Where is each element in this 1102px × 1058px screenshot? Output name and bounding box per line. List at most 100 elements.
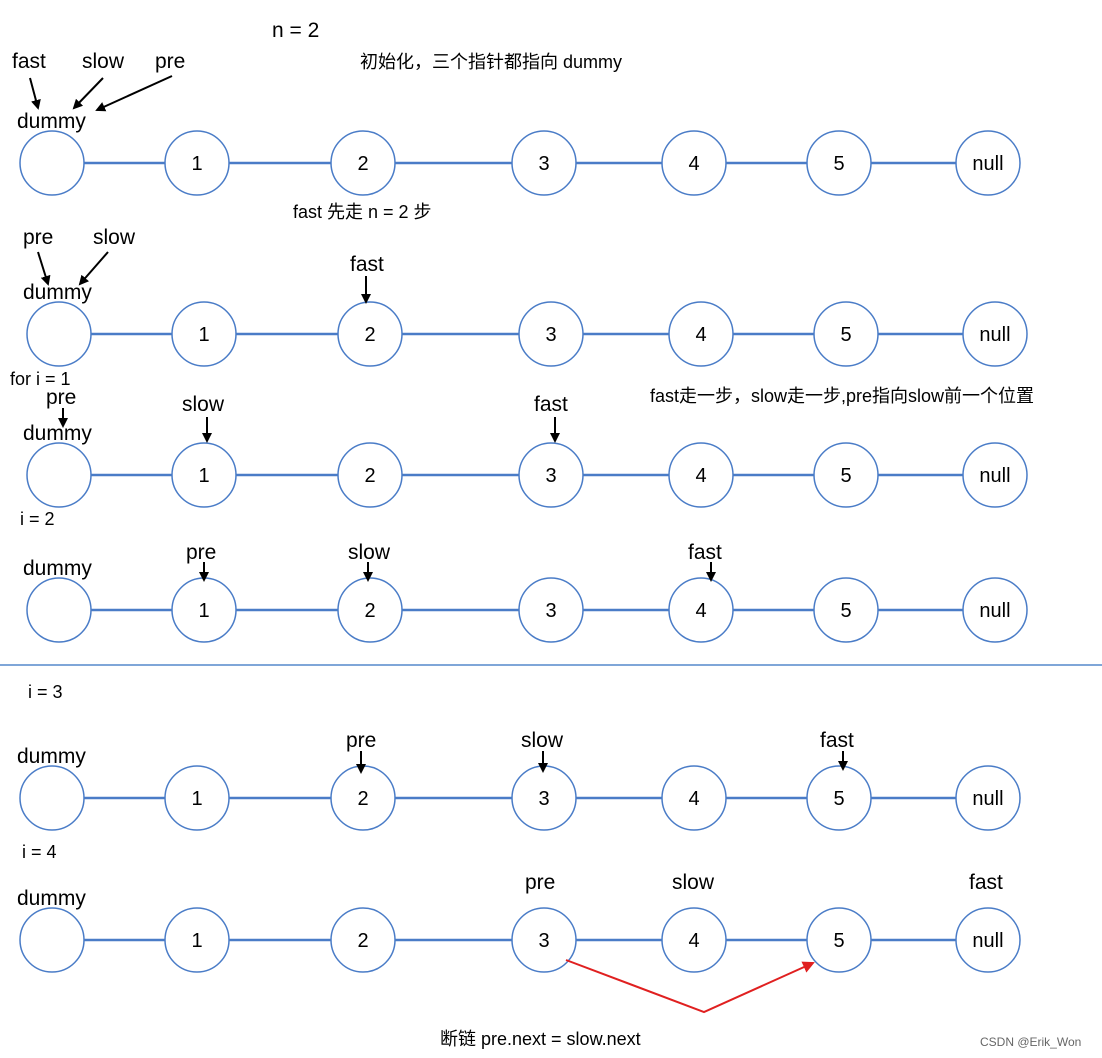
node-value: null — [972, 930, 1003, 952]
list-node — [337, 442, 403, 508]
list-node — [164, 130, 230, 196]
dummy-node — [19, 130, 85, 196]
pointer-slow-label: slow — [182, 393, 225, 416]
list-node — [330, 130, 396, 196]
node-value: 5 — [833, 930, 844, 952]
dummy-label: dummy — [17, 887, 86, 910]
pointer-pre-label: pre — [346, 729, 376, 752]
dummy-node — [26, 577, 92, 643]
node-value: 4 — [695, 600, 706, 622]
list-node — [330, 907, 396, 973]
node-value: 4 — [695, 324, 706, 346]
row-0: 1 2 3 4 5 null dummy fast slow pre fast 先走 n … — [12, 50, 1021, 222]
pointer-fast-label: fast — [820, 729, 854, 752]
node-value: null — [972, 788, 1003, 810]
step-label: for i = 1 — [10, 369, 71, 389]
node-value: 3 — [538, 788, 549, 810]
node-value: 1 — [191, 153, 202, 175]
null-node — [955, 130, 1021, 196]
pointer-pre-label: pre — [186, 541, 216, 564]
init-note: 初始化，三个指针都指向 dummy — [360, 52, 622, 72]
n-label: n = 2 — [272, 19, 319, 42]
node-value: null — [979, 600, 1010, 622]
list-node — [661, 130, 727, 196]
pointer-arrow — [37, 251, 51, 286]
pointer-arrow — [29, 77, 41, 110]
node-value: 2 — [364, 324, 375, 346]
node-value: 5 — [840, 600, 851, 622]
node-value: 1 — [191, 788, 202, 810]
pointer-pre-label: pre — [23, 226, 53, 249]
pointer-fast-label: fast — [534, 393, 568, 416]
node-value: 3 — [538, 153, 549, 175]
list-node — [813, 301, 879, 367]
pointer-slow-label: slow — [348, 541, 391, 564]
list-node — [164, 907, 230, 973]
dummy-label: dummy — [23, 281, 92, 304]
list-node — [171, 442, 237, 508]
list-node — [813, 577, 879, 643]
list-node — [518, 577, 584, 643]
pointer-slow-label: slow — [82, 50, 125, 73]
node-value: 4 — [688, 153, 699, 175]
dummy-node — [26, 442, 92, 508]
list-node — [518, 442, 584, 508]
pointer-fast-label: fast — [969, 871, 1003, 894]
pointer-pre-label: pre — [155, 50, 185, 73]
list-node — [518, 301, 584, 367]
list-node — [806, 130, 872, 196]
break-link-arrow — [565, 959, 815, 1014]
node-value: null — [979, 324, 1010, 346]
step-label: i = 2 — [20, 509, 55, 529]
dummy-node — [19, 765, 85, 831]
null-node — [955, 765, 1021, 831]
node-value: 2 — [364, 465, 375, 487]
pointer-fast-label: fast — [350, 253, 384, 276]
step-note: fast走一步，slow走一步,pre指向slow前一个位置 — [650, 386, 1034, 406]
list-node — [668, 442, 734, 508]
pointer-arrow — [72, 77, 104, 110]
node-value: 2 — [364, 600, 375, 622]
pointer-slow-label: slow — [672, 871, 715, 894]
node-value: 5 — [840, 324, 851, 346]
dummy-node — [26, 301, 92, 367]
null-node — [962, 301, 1028, 367]
null-node — [962, 442, 1028, 508]
pointer-slow-label: slow — [521, 729, 564, 752]
node-value: 3 — [545, 600, 556, 622]
list-node — [806, 907, 872, 973]
dummy-label: dummy — [17, 110, 86, 133]
list-node — [668, 301, 734, 367]
node-value: 2 — [357, 930, 368, 952]
node-value: null — [979, 465, 1010, 487]
node-value: 3 — [538, 930, 549, 952]
list-node — [164, 765, 230, 831]
null-node — [955, 907, 1021, 973]
dummy-label: dummy — [17, 745, 86, 768]
step-note: fast 先走 n = 2 步 — [293, 202, 432, 222]
pointer-arrow — [78, 251, 109, 286]
node-value: 5 — [840, 465, 851, 487]
node-value: 4 — [688, 788, 699, 810]
dummy-label: dummy — [23, 557, 92, 580]
list-node — [511, 907, 577, 973]
node-value: 2 — [357, 153, 368, 175]
break-note: 断链 pre.next = slow.next — [440, 1029, 641, 1049]
pointer-fast-label: fast — [688, 541, 722, 564]
list-node — [668, 577, 734, 643]
pointer-fast-label: fast — [12, 50, 46, 73]
node-value: 5 — [833, 153, 844, 175]
step-label: i = 4 — [22, 842, 57, 862]
list-node — [171, 301, 237, 367]
list-node — [661, 907, 727, 973]
pointer-pre-label: pre — [46, 386, 76, 409]
node-value: 1 — [198, 324, 209, 346]
node-value: 1 — [198, 465, 209, 487]
watermark: CSDN @Erik_Won — [980, 1035, 1081, 1049]
step-label: i = 3 — [28, 682, 63, 702]
node-value: null — [972, 153, 1003, 175]
